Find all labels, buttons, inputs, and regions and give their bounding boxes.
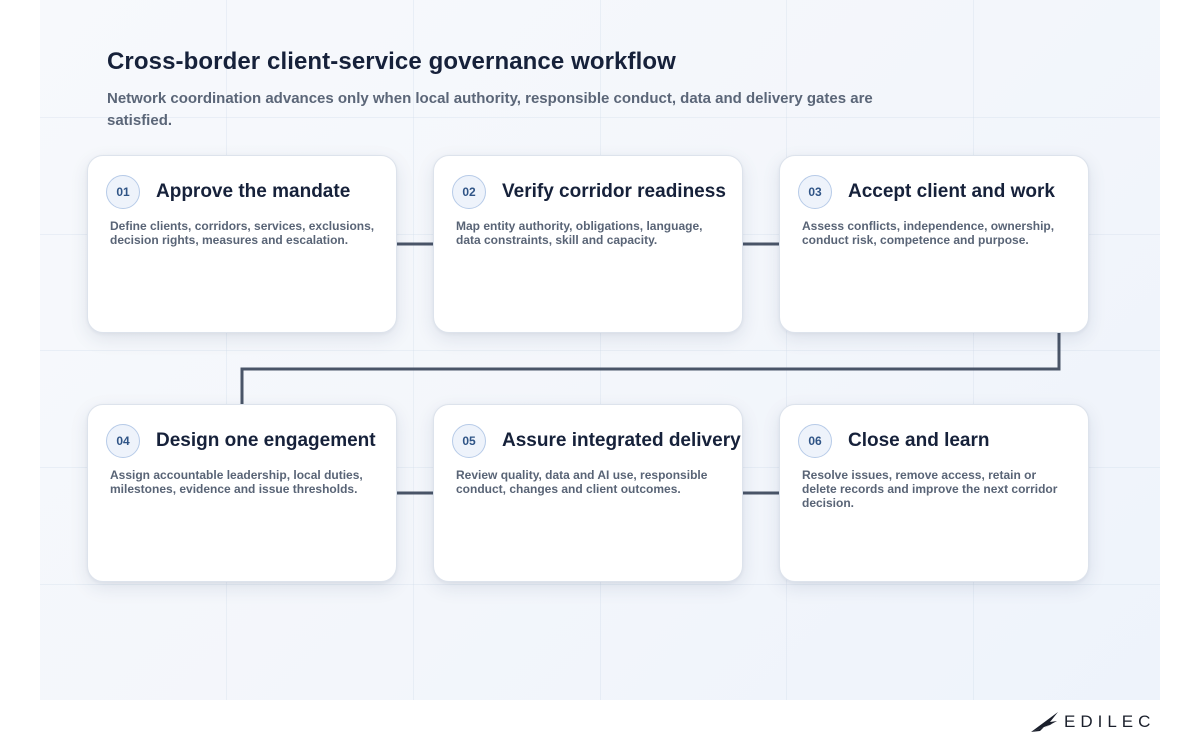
step-description: Assign accountable leadership, local dut… bbox=[110, 468, 363, 496]
step-description: Map entity authority, obligations, langu… bbox=[456, 219, 703, 247]
step-card: 04 Design one engagement Assign accounta… bbox=[87, 404, 397, 582]
step-description: Resolve issues, remove access, retain or… bbox=[802, 468, 1058, 510]
step-number-badge: 04 bbox=[106, 424, 140, 458]
step-card: 06 Close and learn Resolve issues, remov… bbox=[779, 404, 1089, 582]
brand-logo: EDILEC bbox=[1030, 709, 1160, 735]
step-title: Close and learn bbox=[848, 430, 990, 451]
grid-line bbox=[226, 0, 227, 700]
page-title: Cross-border client-service governance w… bbox=[107, 48, 676, 75]
step-card: 01 Approve the mandate Define clients, c… bbox=[87, 155, 397, 333]
step-number-badge: 01 bbox=[106, 175, 140, 209]
step-card: 05 Assure integrated delivery Review qua… bbox=[433, 404, 743, 582]
step-title: Assure integrated delivery bbox=[502, 430, 741, 451]
step-title: Approve the mandate bbox=[156, 181, 351, 202]
step-description: Define clients, corridors, services, exc… bbox=[110, 219, 375, 247]
brand-name: EDILEC bbox=[1064, 712, 1156, 731]
step-number-badge: 06 bbox=[798, 424, 832, 458]
grid-line bbox=[40, 117, 1160, 118]
grid-line bbox=[40, 584, 1160, 585]
step-title: Design one engagement bbox=[156, 430, 376, 451]
step-number-badge: 02 bbox=[452, 175, 486, 209]
grid-line bbox=[973, 0, 974, 700]
wing-logo-icon bbox=[1031, 712, 1058, 732]
page-subtitle: Network coordination advances only when … bbox=[107, 90, 873, 129]
step-card: 03 Accept client and work Assess conflic… bbox=[779, 155, 1089, 333]
step-card: 02 Verify corridor readiness Map entity … bbox=[433, 155, 743, 333]
step-description: Assess conflicts, independence, ownershi… bbox=[802, 219, 1055, 247]
step-title: Accept client and work bbox=[848, 181, 1055, 202]
step-title: Verify corridor readiness bbox=[502, 181, 726, 202]
step-number-badge: 05 bbox=[452, 424, 486, 458]
step-number-badge: 03 bbox=[798, 175, 832, 209]
step-description: Review quality, data and AI use, respons… bbox=[456, 468, 708, 496]
